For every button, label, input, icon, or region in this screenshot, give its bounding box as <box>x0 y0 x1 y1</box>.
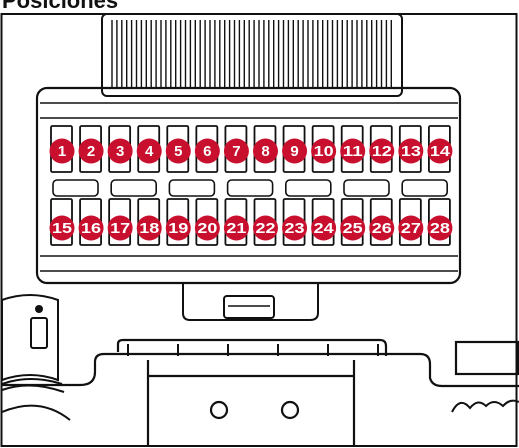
fuse-number-badge <box>398 215 424 241</box>
label-slot <box>401 179 449 197</box>
fuse-number-badge <box>427 215 453 241</box>
fuse-number-label: 5 <box>174 143 182 160</box>
clip-latch <box>223 295 275 319</box>
mount-hole-left <box>209 400 229 420</box>
fuse-number-badge <box>107 215 133 241</box>
fuse-number-badge <box>136 215 162 241</box>
fuse-number-badge <box>282 138 308 164</box>
fuse-number-badge <box>369 215 395 241</box>
label-slot <box>52 179 99 197</box>
fuse-number-badge <box>49 215 75 241</box>
label-slot <box>284 179 332 197</box>
fuse-number-badge <box>107 138 133 164</box>
fuse-number-badge <box>49 138 75 164</box>
label-slot <box>226 179 274 197</box>
fuse-number-label: 19 <box>168 220 188 237</box>
fuse-number-label: 28 <box>430 220 450 237</box>
fuse-number-label: 15 <box>52 220 72 237</box>
fuse-number-label: 12 <box>372 143 392 160</box>
fuse-number-badge <box>194 215 220 241</box>
bracket-rim <box>116 338 388 356</box>
fuse-number-label: 3 <box>116 143 124 160</box>
fuse-number-badge <box>369 138 395 164</box>
fuse-number-badge <box>398 138 424 164</box>
fuse-number-badge <box>78 138 104 164</box>
fuse-number-label: 20 <box>197 220 217 237</box>
fuse-number-label: 2 <box>87 143 95 160</box>
bracket-tabs <box>127 344 379 356</box>
fuse-number-badge <box>311 138 337 164</box>
fuse-number-label: 4 <box>145 143 154 160</box>
fuse-number-badge <box>340 215 366 241</box>
right-cable <box>451 399 519 413</box>
fuse-number-badge <box>282 215 308 241</box>
manual-info-icon <box>1 294 65 393</box>
fuse-number-badge <box>311 215 337 241</box>
fuse-number-label: 13 <box>401 143 421 160</box>
label-slot <box>110 179 157 197</box>
fuse-number-badge <box>165 138 191 164</box>
fuse-number-label: 24 <box>314 220 335 237</box>
fuse-number-label: 25 <box>343 220 363 237</box>
fuse-number-badge <box>78 215 104 241</box>
fuse-number-label: 27 <box>401 220 421 237</box>
connector-ribs <box>111 20 392 88</box>
label-strip <box>52 179 449 197</box>
fuse-number-label: 18 <box>139 220 159 237</box>
fuse-number-label: 14 <box>430 143 451 160</box>
fuse-number-label: 23 <box>285 220 305 237</box>
right-block <box>454 340 519 376</box>
fuse-number-badge <box>340 138 366 164</box>
fuse-number-badge <box>252 215 278 241</box>
fuse-number-badge <box>194 138 220 164</box>
fuse-number-label: 8 <box>261 143 269 160</box>
label-slot <box>168 179 216 197</box>
lower-left-curve <box>1 404 71 421</box>
bottom-clip <box>182 283 319 321</box>
fuse-number-label: 6 <box>203 143 211 160</box>
label-slot <box>343 179 390 197</box>
fuse-badges-bottom: 15 16 17 18 19 20 21 22 23 24 25 26 27 28 <box>49 215 453 241</box>
fuse-number-label: 10 <box>314 143 334 160</box>
fuse-number-label: 9 <box>290 143 298 160</box>
fuse-number-label: 22 <box>255 220 275 237</box>
fuse-number-label: 26 <box>372 220 392 237</box>
fuse-number-label: 7 <box>232 143 240 160</box>
fuse-number-label: 17 <box>110 220 130 237</box>
fuse-number-badge <box>136 138 162 164</box>
fuse-number-badge <box>223 215 249 241</box>
mount-hole-right <box>280 400 300 420</box>
fuse-number-badge <box>165 215 191 241</box>
fuse-number-label: 16 <box>81 220 101 237</box>
lower-housing <box>146 360 356 446</box>
mounting-bracket <box>2 352 519 388</box>
fuse-box-body <box>35 86 462 285</box>
fuse-number-label: 1 <box>58 143 66 160</box>
fuse-number-label: 11 <box>343 143 363 160</box>
top-connector <box>101 13 403 97</box>
page-title: Posiciones <box>2 0 119 13</box>
fuse-number-badge <box>252 138 278 164</box>
fuse-number-badge <box>223 138 249 164</box>
fuse-number-label: 21 <box>226 220 246 237</box>
fuse-number-badge <box>427 138 453 164</box>
